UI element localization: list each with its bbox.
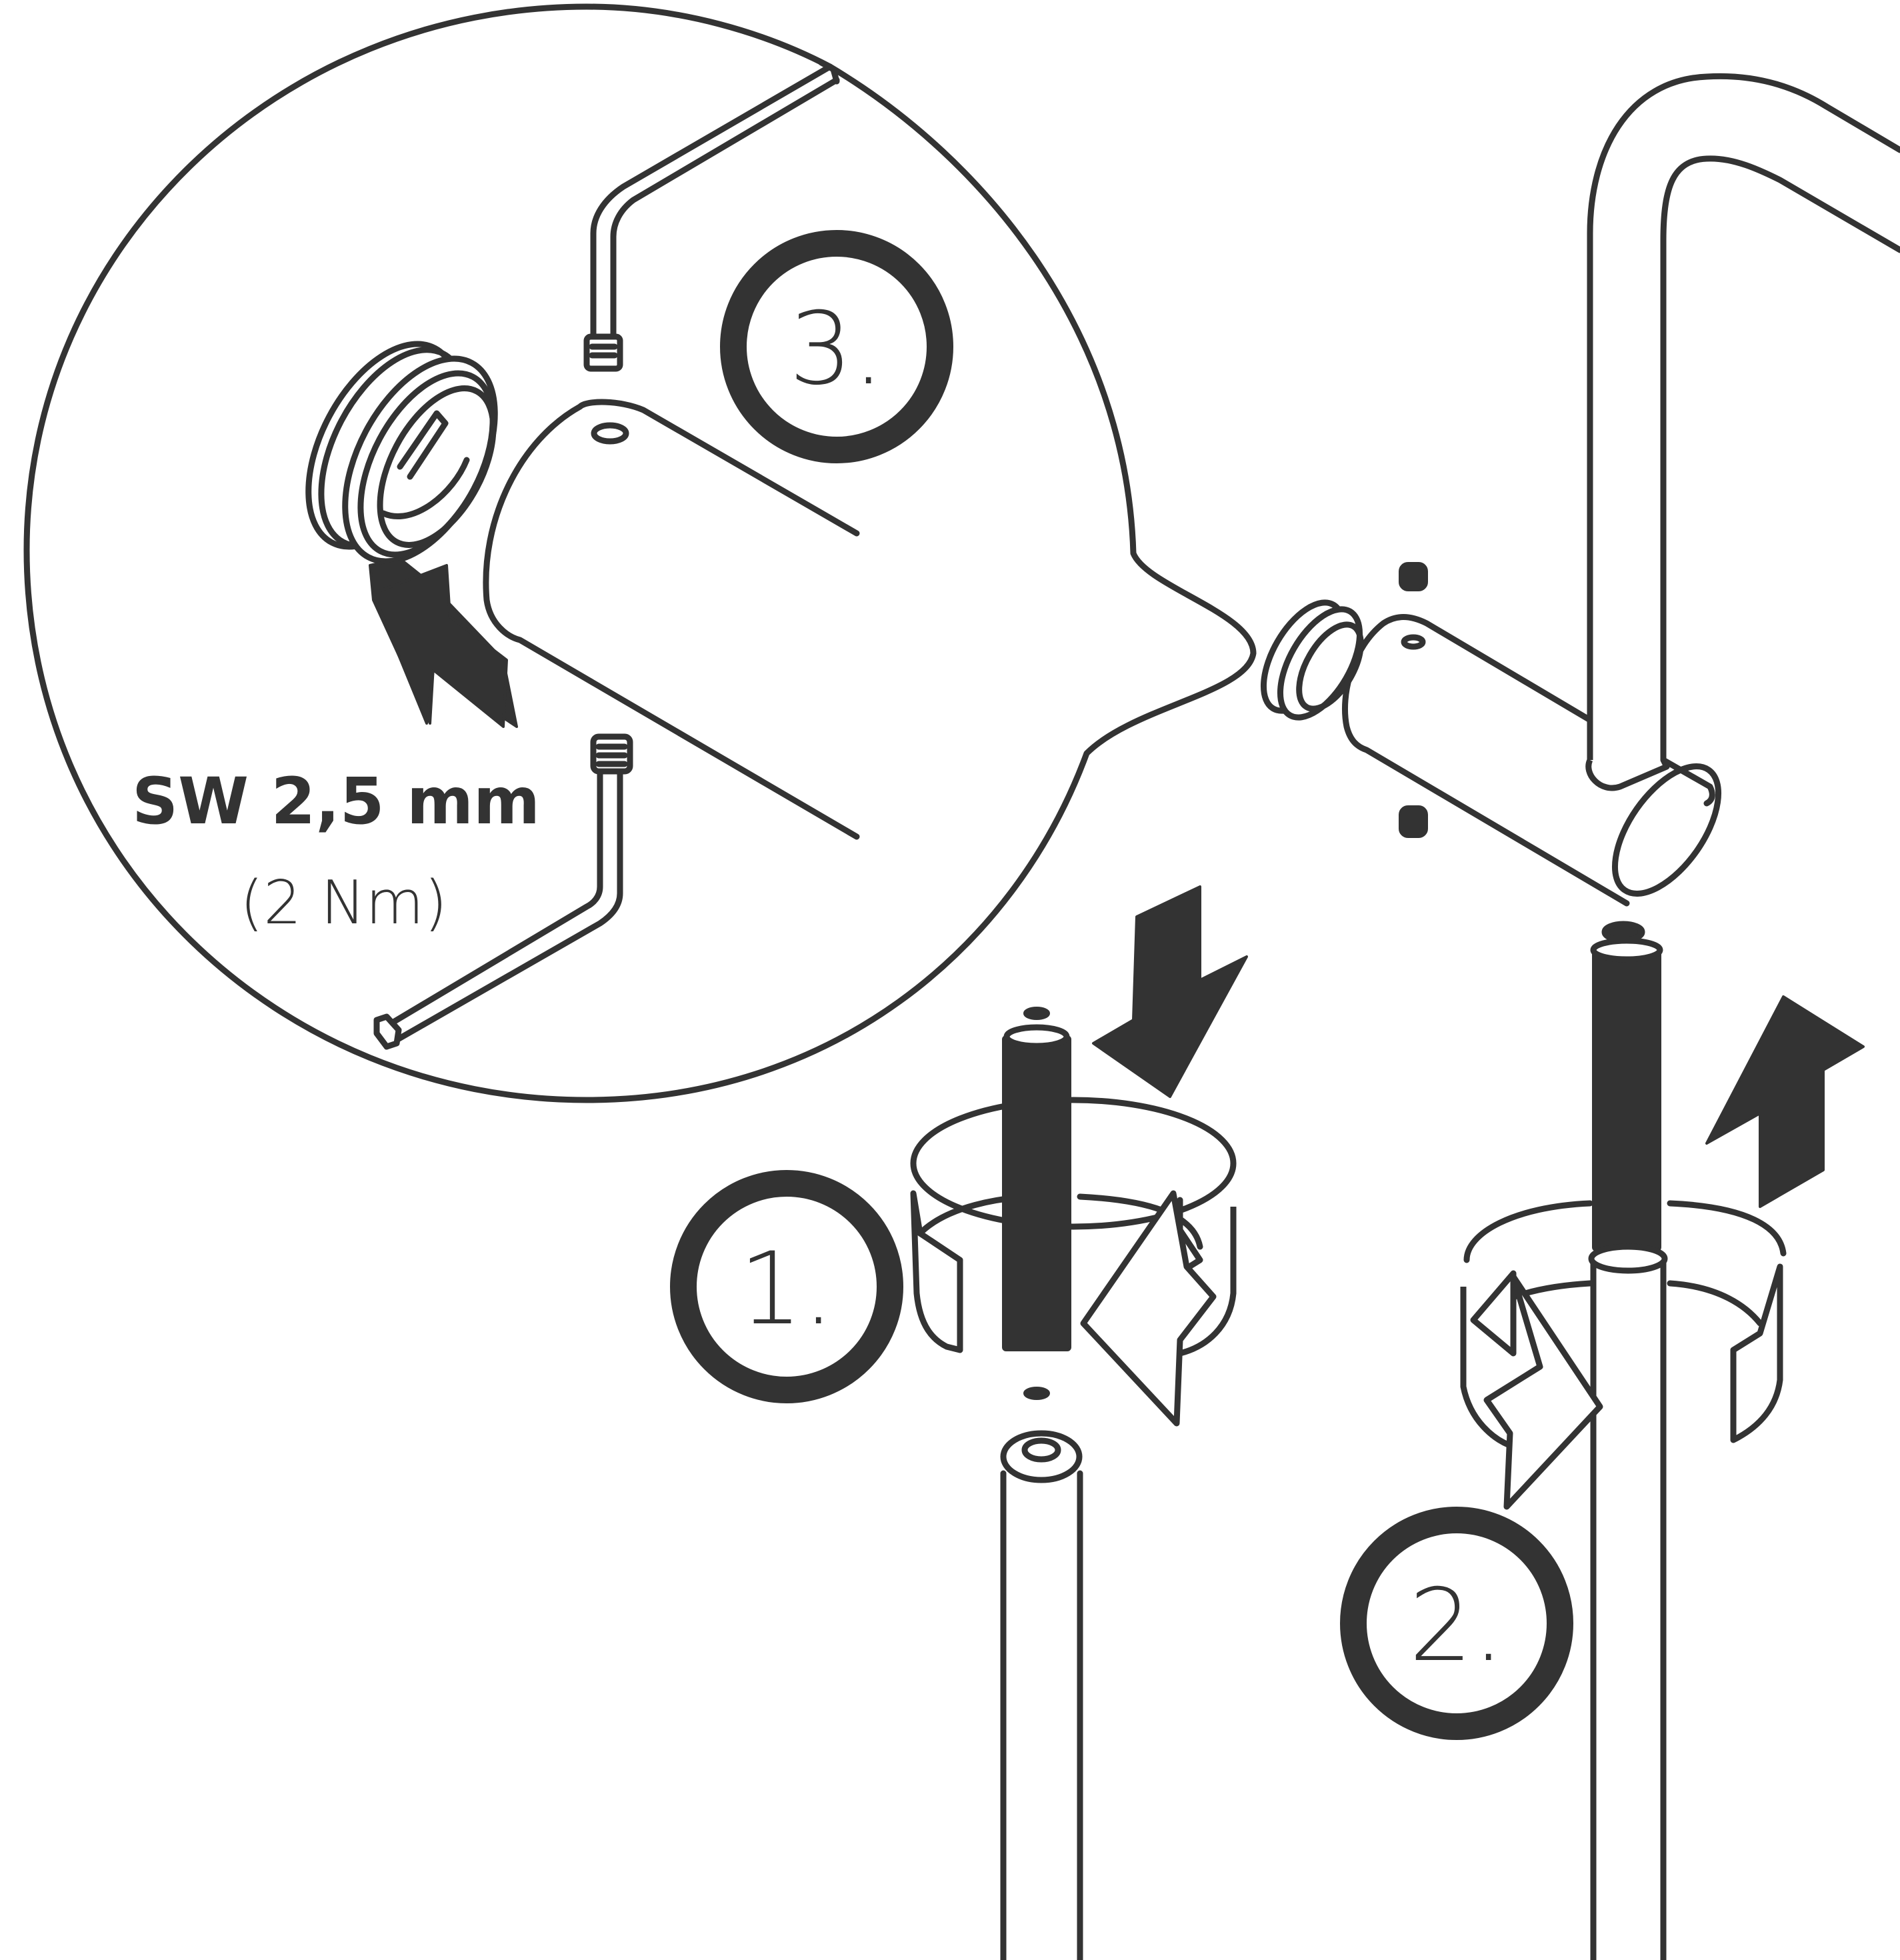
setscrew-hole-top [591,422,629,445]
setscrew-bottom [1399,805,1428,838]
setscrew-top [1399,562,1428,591]
hex-key-bottom [373,733,633,1050]
insert-arrow-shape [372,564,508,728]
spout-arm [1342,614,1722,907]
spout-body-enlarged [483,399,860,840]
step-2-assembly: 2. [1340,924,1865,1960]
torque-label: (2 Nm) [240,868,447,938]
step-3-badge: 3. [720,230,953,463]
step-3-label: 3. [789,291,884,407]
step-2-label: 2. [1409,1568,1504,1684]
wrench-size-label: SW 2,5 mm [132,764,540,839]
pipe-top-hole [1601,921,1645,943]
faucet-spout [1587,73,1900,763]
step-1-assembly: 1. [670,885,1248,1960]
aerator-enlarged [305,341,498,565]
hex-key-top [583,59,840,372]
step-1-label: 1. [739,1231,834,1347]
aerator-small [1260,599,1364,721]
magnifier-callout [23,3,1257,1103]
